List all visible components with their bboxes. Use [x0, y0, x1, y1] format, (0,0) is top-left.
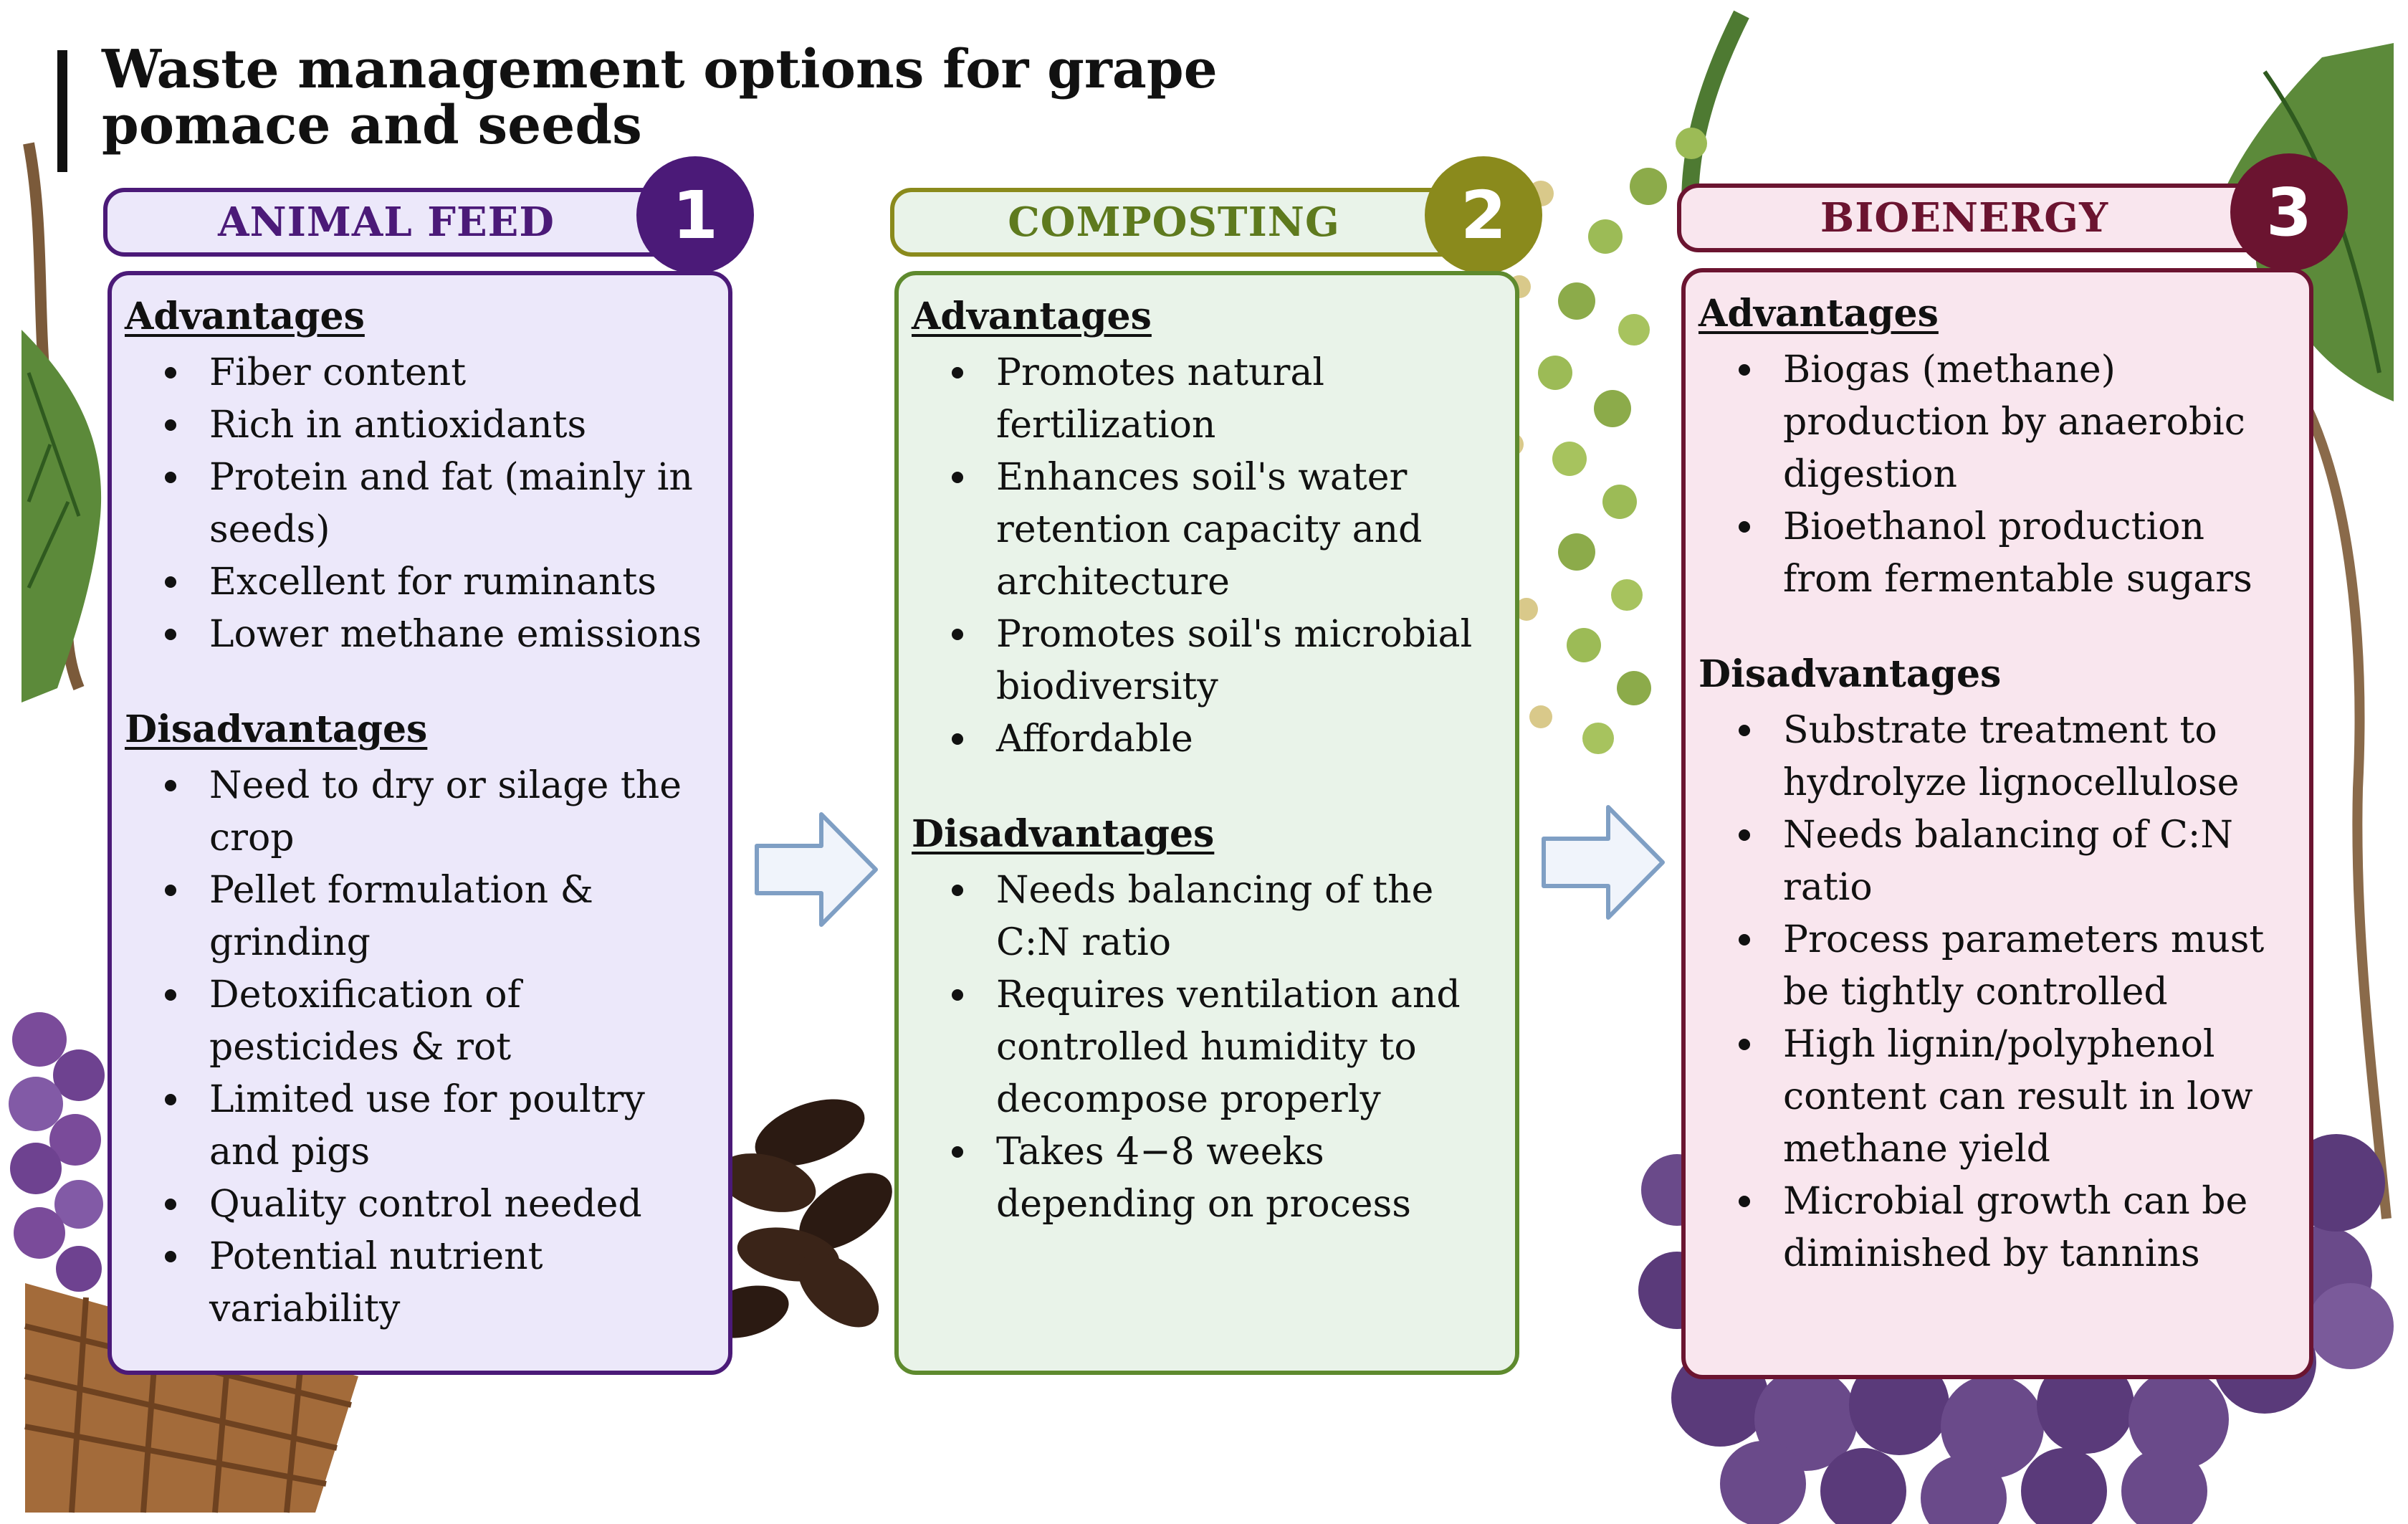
list-item: Limited use for poultry and pigs [125, 1074, 715, 1178]
title-accent-bar [57, 50, 67, 172]
animal-feed-disadvantages-list: Need to dry or silage the crop Pellet fo… [125, 760, 715, 1335]
list-item: Bioethanol production from fermentable s… [1698, 501, 2296, 606]
list-item: Quality control needed [125, 1178, 715, 1231]
composting-number: 2 [1460, 176, 1506, 254]
bioenergy-disadvantages-title: Disadvantages [1698, 652, 2002, 696]
composting-disadvantages-title: Disadvantages [912, 812, 1215, 856]
list-item: Excellent for ruminants [125, 556, 715, 609]
list-item: Protein and fat (mainly in seeds) [125, 452, 715, 556]
bioenergy-panel: Advantages Biogas (methane) production b… [1681, 268, 2313, 1379]
diagram-title: Waste management options for grape pomac… [102, 39, 1218, 156]
composting-panel: Advantages Promotes natural fertilizatio… [894, 271, 1519, 1375]
list-item: Process parameters must be tightly contr… [1698, 914, 2296, 1019]
list-item: Need to dry or silage the crop [125, 760, 715, 865]
bioenergy-number: 3 [2265, 173, 2312, 251]
list-item: Rich in antioxidants [125, 399, 715, 452]
list-item: Biogas (methane) production by anaerobic… [1698, 344, 2296, 501]
list-item: Lower methane emissions [125, 609, 715, 661]
animal-feed-advantages-list: Fiber content Rich in antioxidants Prote… [125, 347, 715, 661]
bioenergy-advantages-title: Advantages [1698, 292, 1939, 335]
list-item: Affordable [912, 713, 1502, 766]
list-item: Needs balancing of the C:N ratio [912, 865, 1502, 969]
animal-feed-title: ANIMAL FEED [218, 199, 555, 246]
list-item: High lignin/polyphenol content can resul… [1698, 1019, 2296, 1176]
animal-feed-advantages-title: Advantages [125, 295, 365, 338]
bioenergy-disadvantages-list: Substrate treatment to hydrolyze lignoce… [1698, 705, 2296, 1280]
list-item: Microbial growth can be diminished by ta… [1698, 1176, 2296, 1280]
flow-arrow-icon [1542, 805, 1665, 920]
animal-feed-number: 1 [672, 176, 718, 254]
list-item: Pellet formulation & grinding [125, 865, 715, 969]
composting-number-badge: 2 [1425, 156, 1542, 274]
list-item: Fiber content [125, 347, 715, 399]
list-item: Potential nutrient variability [125, 1231, 715, 1335]
list-item: Promotes natural fertilization [912, 347, 1502, 452]
animal-feed-disadvantages-title: Disadvantages [125, 708, 428, 751]
bioenergy-number-badge: 3 [2230, 153, 2348, 271]
composting-header: COMPOSTING [890, 188, 1522, 257]
animal-feed-header: ANIMAL FEED [103, 188, 734, 257]
list-item: Requires ventilation and controlled humi… [912, 969, 1502, 1126]
list-item: Takes 4−8 weeks depending on process [912, 1126, 1502, 1231]
bioenergy-header: BIOENERGY [1677, 184, 2316, 252]
flow-arrow-icon [755, 812, 878, 927]
list-item: Enhances soil's water retention capacity… [912, 452, 1502, 609]
list-item: Needs balancing of C:N ratio [1698, 809, 2296, 914]
bioenergy-advantages-list: Biogas (methane) production by anaerobic… [1698, 344, 2296, 606]
composting-advantages-title: Advantages [912, 295, 1152, 338]
composting-disadvantages-list: Needs balancing of the C:N ratio Require… [912, 865, 1502, 1231]
bioenergy-title: BIOENERGY [1820, 194, 2109, 242]
animal-feed-panel: Advantages Fiber content Rich in antioxi… [108, 271, 732, 1375]
list-item: Detoxification of pesticides & rot [125, 969, 715, 1074]
grape-bunch-illustration [9, 1012, 2394, 1524]
list-item: Substrate treatment to hydrolyze lignoce… [1698, 705, 2296, 809]
animal-feed-number-badge: 1 [636, 156, 754, 274]
list-item: Promotes soil's microbial biodiversity [912, 609, 1502, 713]
composting-advantages-list: Promotes natural fertilization Enhances … [912, 347, 1502, 766]
composting-title: COMPOSTING [1008, 199, 1340, 246]
